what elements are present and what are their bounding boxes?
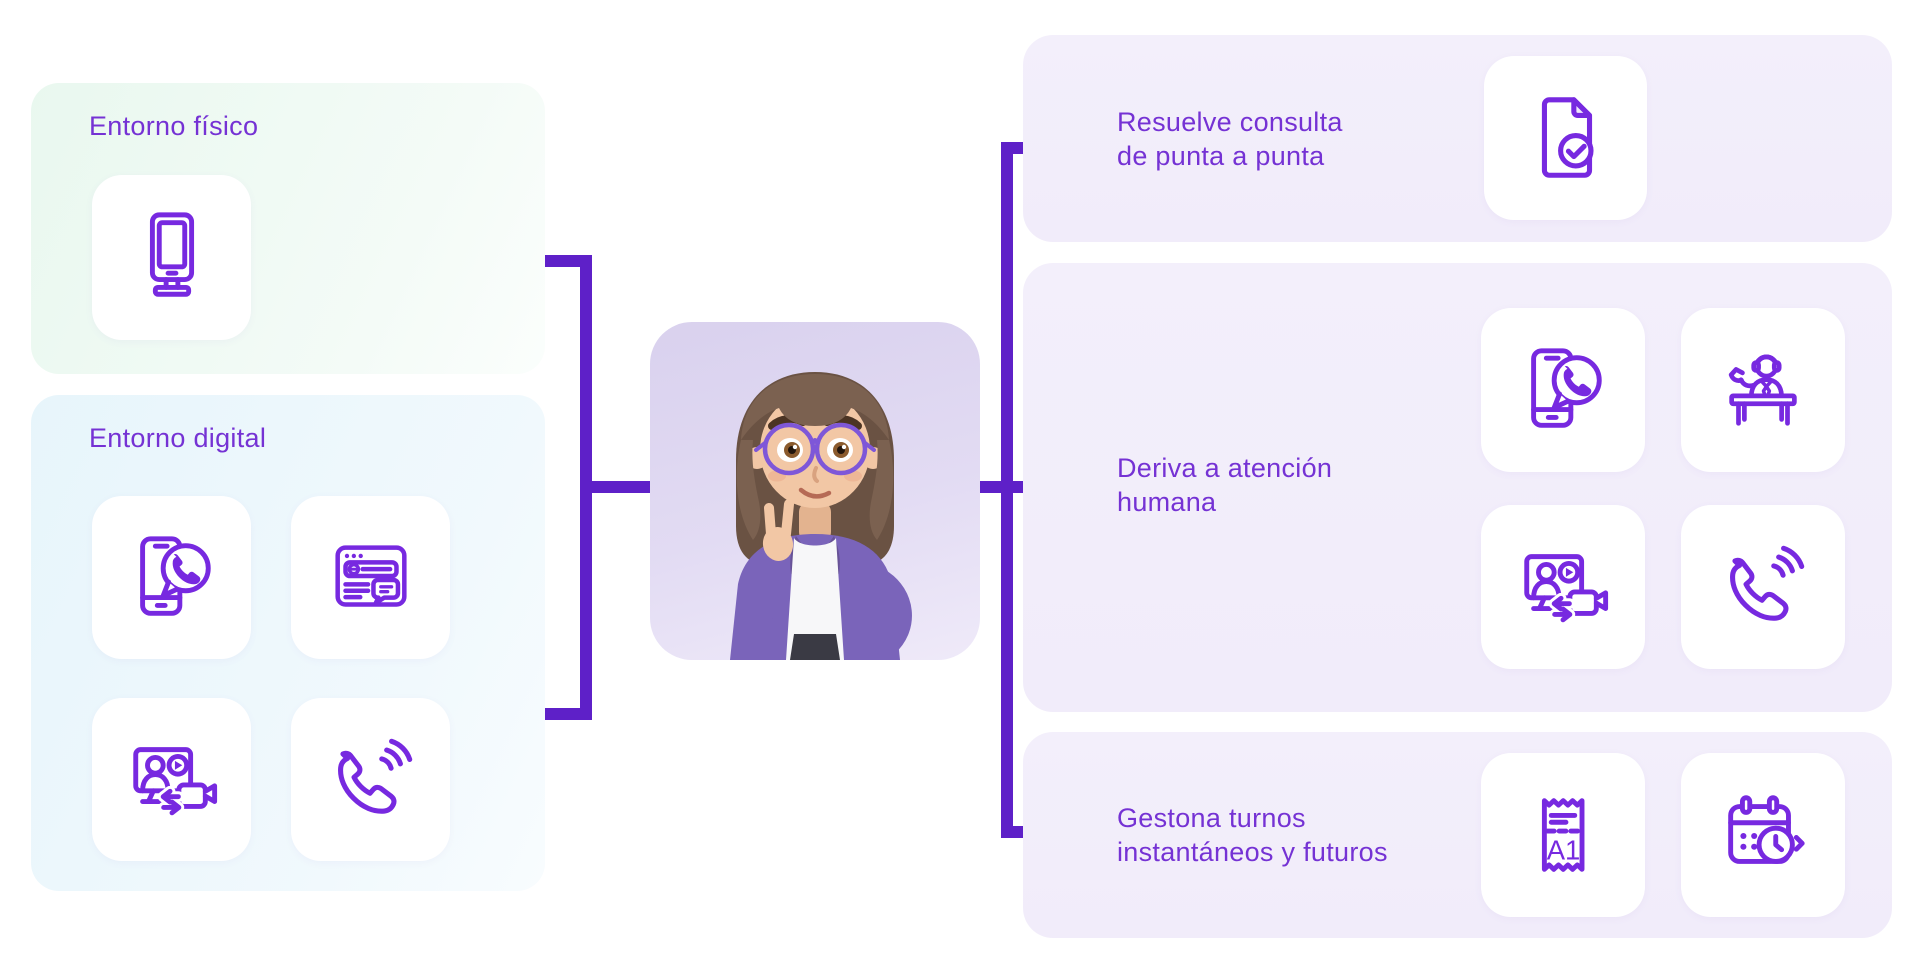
icon-card [92,698,251,861]
video-call-icon [123,731,221,829]
icon-card [1481,308,1645,472]
whatsapp-phone-icon [123,529,221,627]
whatsapp-phone-icon [1514,341,1612,439]
web-chat-icon [322,529,420,627]
panel-entorno-digital: Entorno digital [31,395,545,891]
icon-card [92,496,251,659]
calendar-clock-icon [1714,786,1812,884]
phone-call-icon [1714,538,1812,636]
icon-card [92,175,251,340]
panel-deriva-atencion: Deriva a atención humana [1023,263,1892,712]
document-check-icon [1517,89,1615,187]
video-call-icon [1514,538,1612,636]
connector-stub-fisico [545,255,592,267]
icon-card [1681,308,1845,472]
panel-title: Entorno digital [89,423,267,453]
connector-stub-digital [545,708,592,720]
agent-desk-icon [1714,341,1812,439]
panel-title: Deriva a atención humana [1117,453,1333,517]
icon-card [291,496,450,659]
character-card [650,322,980,660]
phone-call-icon [322,731,420,829]
icon-card: A1 [1481,753,1645,917]
icon-card [291,698,450,861]
ticket-label: A1 [1547,835,1581,866]
panel-title: Entorno físico [89,111,259,141]
connector-left-vertical [580,255,592,720]
panel-gestona-turnos: Gestona turnos instantáneos y futuros A1 [1023,732,1892,938]
icon-card [1681,505,1845,669]
panel-title: Resuelve consulta de punta a punta [1117,107,1343,171]
connector-left-to-center [592,481,650,493]
icon-card [1481,505,1645,669]
connector-right-vertical [1001,142,1013,838]
icon-card [1484,56,1647,220]
icon-card [1681,753,1845,917]
assistant-woman-illustration [730,372,912,660]
panel-resuelve-consulta: Resuelve consulta de punta a punta [1023,35,1892,242]
kiosk-icon [123,209,221,307]
panel-entorno-fisico: Entorno físico [31,83,545,374]
ticket-icon: A1 [1514,786,1612,884]
panel-title: Gestona turnos instantáneos y futuros [1117,803,1388,867]
